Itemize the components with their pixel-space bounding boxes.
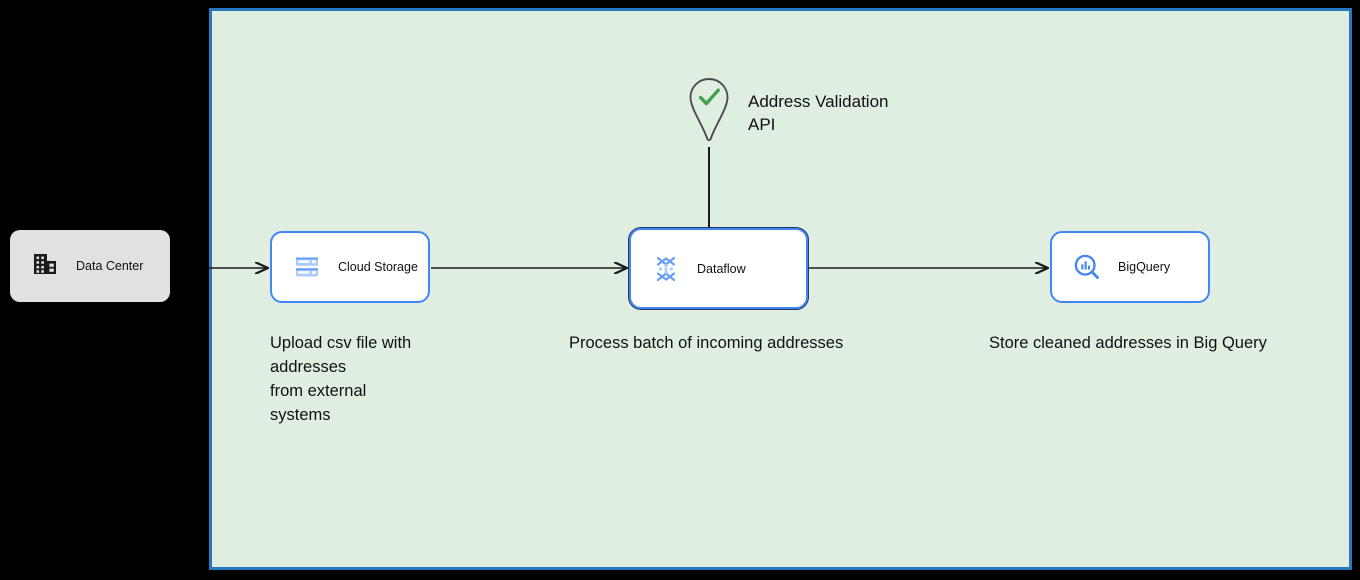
node-bigquery[interactable]: BigQuery — [1050, 231, 1210, 303]
cloud-storage-icon — [292, 252, 322, 282]
map-pin-check-icon[interactable] — [686, 76, 732, 144]
dataflow-icon — [651, 254, 681, 284]
node-cloud-storage[interactable]: Cloud Storage — [270, 231, 430, 303]
node-dataflow[interactable]: Dataflow — [628, 227, 809, 310]
caption-cloud-storage: Upload csv file with addresses from exte… — [270, 334, 412, 424]
node-label-bigquery: BigQuery — [1118, 260, 1171, 274]
node-label-cloud-storage: Cloud Storage — [338, 260, 418, 274]
node-data-center[interactable]: Data Center — [10, 230, 170, 302]
api-marker-label: Address Validation API — [748, 92, 889, 134]
building-icon — [32, 251, 58, 282]
node-label-data-center: Data Center — [76, 259, 144, 273]
caption-dataflow: Process batch of incoming addresses — [569, 334, 844, 352]
bigquery-icon — [1072, 252, 1102, 282]
caption-bigquery: Store cleaned addresses in Big Query — [989, 334, 1267, 352]
node-label-dataflow: Dataflow — [697, 261, 746, 276]
